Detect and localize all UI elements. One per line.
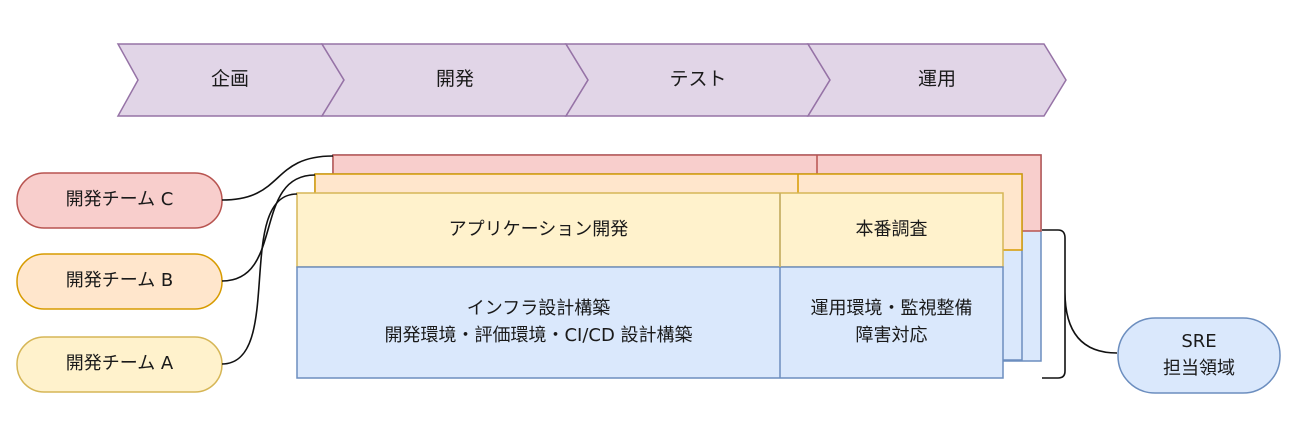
sre-label-line2: 担当領域 — [1163, 357, 1235, 379]
infra-cell-line2: 開発環境・評価環境・CI/CD 設計構築 — [384, 324, 693, 346]
team-c-label: 開発チーム C — [65, 189, 174, 211]
team-b-label: 開発チーム B — [65, 270, 174, 292]
team-c-connector — [221, 155, 334, 201]
infra-cell: インフラ設計構築 開発環境・評価環境・CI/CD 設計構築 — [297, 267, 780, 378]
sre-pill — [1117, 317, 1281, 394]
phase-label-operation: 運用 — [917, 68, 956, 91]
phase-arrow-operation — [806, 43, 1067, 117]
app-dev-cell: アプリケーション開発 — [448, 218, 629, 240]
phase-arrows — [116, 43, 1067, 117]
ops-cell-line1: 運用環境・監視整備 — [810, 298, 973, 320]
ops-cell-line2: 障害対応 — [855, 324, 928, 346]
team-a-stack — [296, 192, 1004, 379]
team-a-connector — [221, 193, 298, 365]
team-connectors — [221, 155, 334, 365]
team-b-connector — [221, 174, 316, 282]
sre-label-line1: SRE — [1181, 331, 1217, 353]
team-a-label: 開発チーム A — [65, 353, 174, 375]
sre-bracket — [1042, 229, 1118, 379]
prod-investigation-cell: 本番調査 — [855, 218, 928, 240]
ops-cell: 運用環境・監視整備 障害対応 — [780, 267, 1003, 378]
phase-label-development: 開発 — [435, 68, 474, 91]
infra-cell-line1: インフラ設計構築 — [466, 298, 611, 320]
sre-label: SRE 担当領域 — [1118, 318, 1280, 393]
phase-label-planning: 企画 — [210, 68, 249, 91]
phase-label-test: テスト — [669, 68, 727, 91]
